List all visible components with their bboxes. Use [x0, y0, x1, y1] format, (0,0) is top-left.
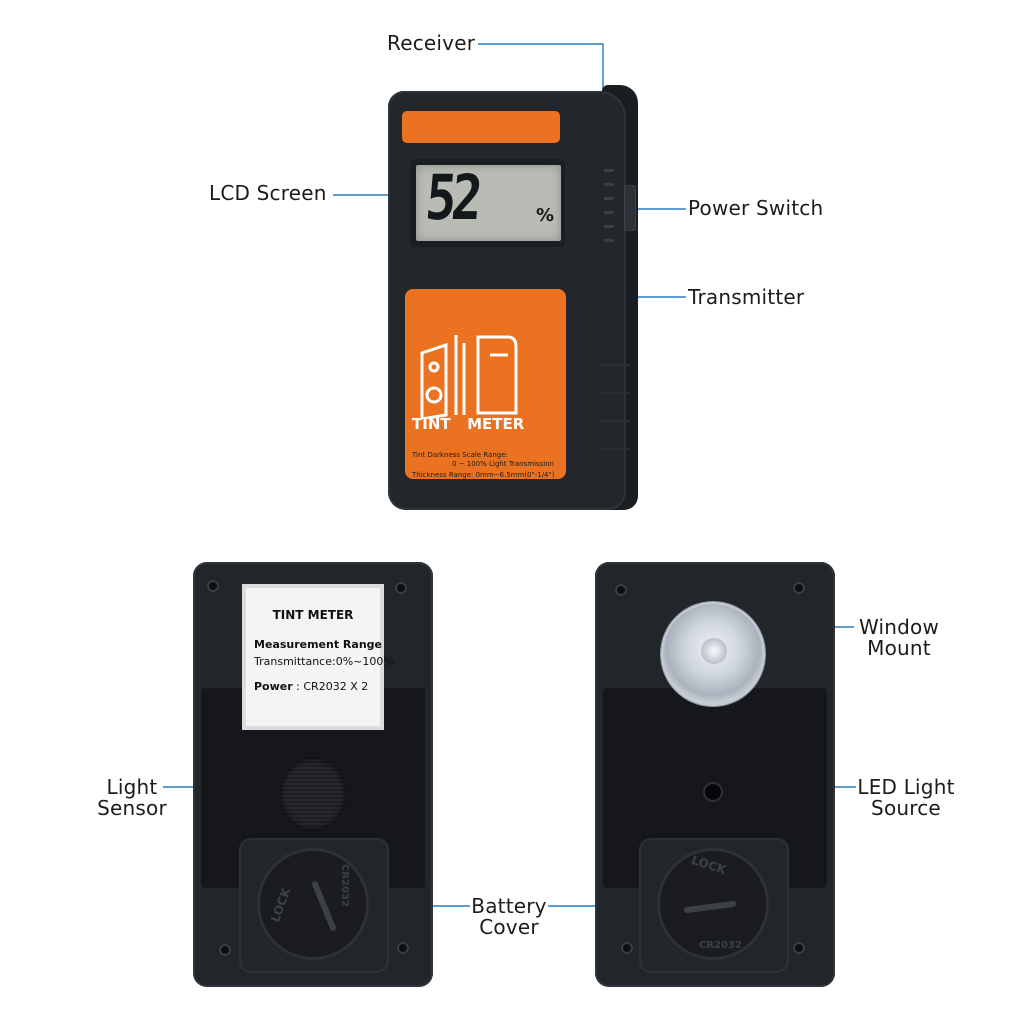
callout-light-sensor: Light Sensor: [96, 777, 168, 819]
leader-receiver: [478, 43, 604, 100]
callout-battery-cover-line2: Cover: [479, 915, 539, 939]
receiver-strip: [402, 111, 560, 143]
sticker-power-value: : CR2032 X 2: [296, 680, 369, 693]
callout-window-mount-line2: Mount: [867, 636, 931, 660]
window-mount-suction-cup: [661, 602, 765, 706]
front-label-panel: [405, 289, 566, 479]
callout-led-light-source-line1: LED Light: [857, 775, 955, 799]
power-switch[interactable]: [624, 185, 636, 231]
callout-led-light-source-line2: Source: [871, 796, 941, 820]
led-light-source: [705, 784, 721, 800]
spec-sticker: TINT METER Measurement Range Transmittan…: [242, 584, 394, 730]
sticker-power: Power : CR2032 X 2: [254, 680, 368, 693]
callout-window-mount: Window Mount: [850, 617, 948, 659]
battery-slot-icon: [312, 881, 336, 931]
tint-meter-front: 52 % TINT METER Tint Darkness Scale Rang…: [388, 85, 638, 510]
sticker-power-label: Power: [254, 680, 293, 693]
callout-power-switch: Power Switch: [688, 196, 824, 220]
screw-icon: [793, 942, 805, 954]
tint-meter-logo-icon: [420, 335, 518, 419]
screw-icon: [621, 942, 633, 954]
suction-hub: [701, 638, 727, 664]
spec-line-3: Thickness Range: 0mm~6.5mm(0"-1/4"): [412, 471, 555, 479]
callout-battery-cover: Battery Cover: [466, 896, 552, 938]
callout-receiver: Receiver: [387, 31, 476, 55]
lcd-screen: [416, 165, 561, 241]
battery-slot-icon: [684, 901, 736, 913]
screw-icon: [615, 584, 627, 596]
tint-meter-back-receiver: TINT METER Measurement Range Transmittan…: [193, 562, 433, 987]
screw-icon: [207, 580, 219, 592]
screw-icon: [793, 582, 805, 594]
callout-led-light-source: LED Light Source: [852, 777, 960, 819]
callout-lcd-screen: LCD Screen: [209, 181, 327, 205]
sticker-title: TINT METER: [272, 608, 354, 622]
callout-window-mount-line1: Window: [858, 615, 940, 639]
callout-light-sensor-line2: Sensor: [97, 796, 167, 820]
side-grip: [598, 364, 630, 450]
brand-wordmark: TINT METER: [412, 415, 524, 433]
sticker-transmittance: Transmittance:0%~100%: [254, 655, 394, 668]
screw-icon: [395, 582, 407, 594]
tint-meter-back-transmitter: LOCK CR2032: [595, 562, 835, 987]
battery-cover[interactable]: [257, 848, 369, 960]
lcd-reading: 52: [422, 161, 481, 234]
brand-left: TINT: [412, 415, 451, 433]
light-sensor: [279, 757, 347, 831]
screw-icon: [219, 944, 231, 956]
switch-markings: [604, 169, 614, 242]
lcd-unit: %: [536, 205, 555, 226]
callout-transmitter: Transmitter: [688, 285, 805, 309]
screw-icon: [397, 942, 409, 954]
spec-line-2: 0 ~ 100% Light Transmission: [452, 460, 554, 468]
callout-light-sensor-line1: Light: [106, 775, 158, 799]
callout-battery-cover-line1: Battery: [471, 894, 547, 918]
sticker-range-label: Measurement Range: [254, 638, 382, 651]
brand-right: METER: [467, 415, 525, 433]
spec-line-1: Tint Darkness Scale Range:: [412, 451, 508, 459]
battery-cell-mark: CR2032: [699, 940, 742, 951]
